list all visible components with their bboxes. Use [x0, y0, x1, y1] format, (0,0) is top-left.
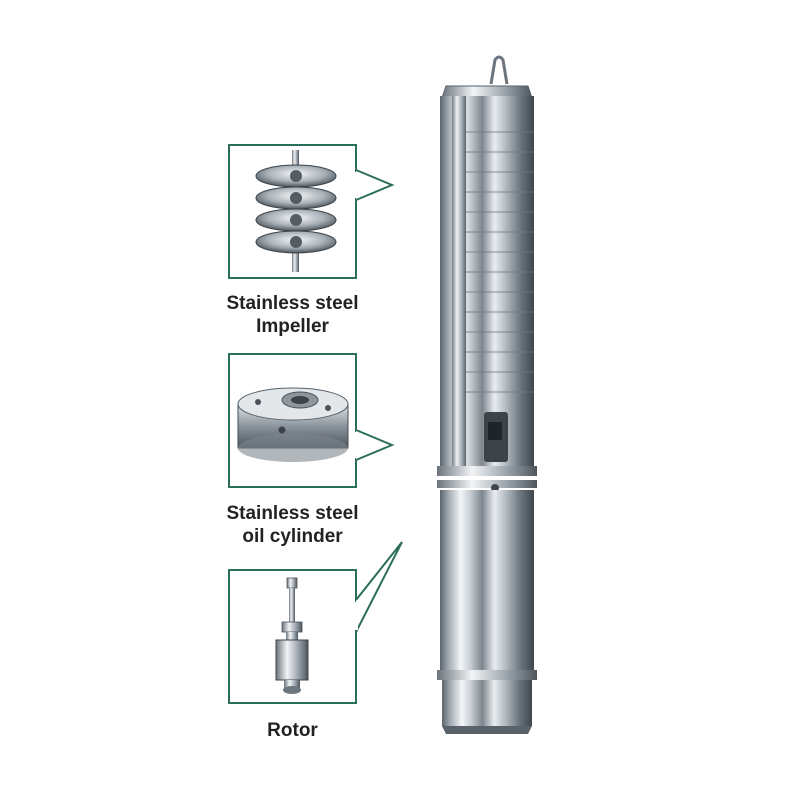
- pump-top-handle: [489, 55, 509, 85]
- oil-cylinder-caption-line-2: oil cylinder: [242, 526, 343, 547]
- oil-cylinder-caption-line-1: Stainless steel: [226, 503, 359, 524]
- oil-cylinder-callout: [228, 353, 395, 488]
- impeller-callout: [228, 144, 395, 279]
- rotor-image: [275, 577, 309, 694]
- oil-cylinder-image: [237, 387, 349, 462]
- oil-cylinder-caption: Stainless steel oil cylinder: [200, 502, 385, 548]
- impeller-image: [255, 150, 337, 272]
- impeller-caption-line-1: Stainless steel: [226, 293, 359, 314]
- impeller-caption: Stainless steel Impeller: [200, 292, 385, 338]
- rotor-caption-line-1: Rotor: [267, 720, 318, 741]
- pump-body: [437, 55, 537, 734]
- rotor-callout: [228, 541, 403, 704]
- pump-stage-rings: [466, 131, 534, 393]
- rotor-caption: Rotor: [200, 719, 385, 742]
- impeller-caption-line-2: Impeller: [256, 316, 329, 337]
